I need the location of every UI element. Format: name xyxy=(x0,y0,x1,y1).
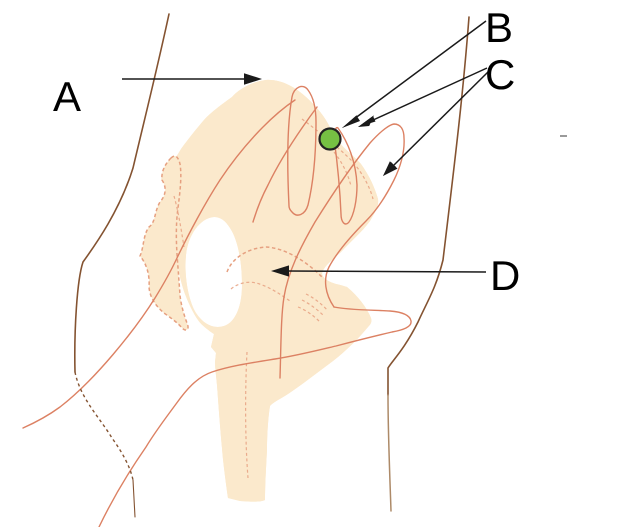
green-site-marker xyxy=(318,127,342,151)
label-b: B xyxy=(485,4,513,51)
gluteal-line-anterior xyxy=(252,106,318,223)
gluteal-fold-and-thigh-line xyxy=(98,306,412,527)
arrow-c-lower xyxy=(383,70,490,176)
label-c: C xyxy=(485,51,515,98)
body-outline-left xyxy=(74,13,170,373)
crest-hairpin-contour xyxy=(287,85,317,216)
intertrochanteric-line-2 xyxy=(301,299,325,317)
sacroiliac-dashed-line xyxy=(173,195,185,248)
crest-inner-dashed-line-2 xyxy=(333,151,352,187)
body-outline-left-dashed xyxy=(74,371,134,481)
gluteal-line-posterior xyxy=(22,99,296,429)
femur-shaft-inner-line xyxy=(245,351,249,479)
arrow-a xyxy=(122,73,262,85)
arrow-c-upper xyxy=(358,67,488,127)
body-outline-right xyxy=(387,16,470,396)
intertrochanteric-line-1 xyxy=(297,306,321,323)
body-outline-left-tail xyxy=(132,479,136,518)
arrow-d xyxy=(271,265,487,277)
bone-dashed-outline xyxy=(160,79,379,503)
label-a: A xyxy=(53,73,81,120)
arrow-b xyxy=(342,20,487,128)
crest-inner-dashed-line xyxy=(301,118,374,200)
trochanter-dome-outline xyxy=(226,246,323,278)
label-d: D xyxy=(490,252,520,299)
sacrum-dashed-outline xyxy=(139,155,189,331)
intertrochanteric-line-3 xyxy=(305,293,329,312)
body-outline-right-tail xyxy=(387,394,392,512)
anterior-spine-loop xyxy=(279,123,405,379)
trochanter-inner-arc xyxy=(230,281,291,302)
